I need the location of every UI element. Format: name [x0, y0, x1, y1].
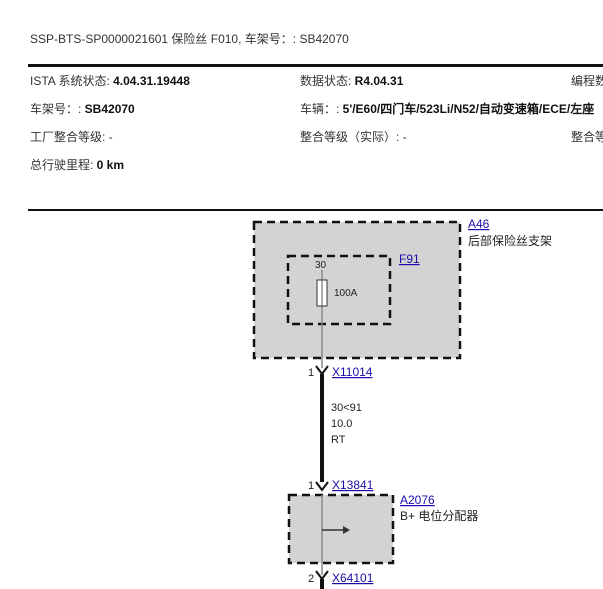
x64101-pin-label: 2 [308, 573, 314, 585]
wire-signal-label: 30<91 [331, 402, 362, 414]
programming-label: 编程数 [571, 74, 603, 88]
ista-status-label: ISTA 系统状态: [30, 74, 114, 88]
vehicle-description: 车辆：: 5'/E60/四门车/523Li/N52/自动变速箱/ECE/左座 [300, 100, 594, 117]
component-a2076-box [287, 493, 395, 565]
vehicle-value: 5'/E60/四门车/523Li/N52/自动变速箱/ECE/左座 [342, 102, 595, 116]
a2076-link[interactable]: A2076 [400, 493, 435, 507]
ista-status-value: 4.04.31.19448 [113, 74, 190, 88]
x64101-link[interactable]: X64101 [332, 571, 374, 585]
page-title: SSP-BTS-SP0000021601 保险丝 F010, 车架号：: SB4… [30, 32, 349, 46]
vin-label: 车架号：: [30, 102, 85, 116]
data-status: 数据状态: R4.04.31 [300, 72, 403, 89]
x13841-pin-label: 1 [308, 480, 314, 492]
x13841-link[interactable]: X13841 [332, 478, 374, 492]
a46-description: 后部保险丝支架 [468, 233, 552, 248]
factory-integration-level: 工厂整合等级: - [30, 130, 113, 144]
connector-x13841-icon [315, 481, 329, 492]
a46-link[interactable]: A46 [468, 217, 490, 231]
data-status-label: 数据状态: [300, 74, 355, 88]
fuse-rating-label: 100A [334, 288, 358, 299]
wire-color-label: RT [331, 434, 346, 446]
arrow-right-icon [343, 526, 350, 534]
wire-size-label: 10.0 [331, 418, 352, 430]
x11014-pin-label: 1 [308, 367, 314, 379]
a2076-description: B+ 电位分配器 [400, 508, 478, 523]
data-status-value: R4.04.31 [354, 74, 404, 88]
actual-integration-level: 整合等级（实际）: - [300, 130, 407, 144]
vin-value: SB42070 [84, 102, 135, 116]
component-f91-box [286, 254, 392, 326]
fuse-pin-label: 30 [315, 260, 327, 271]
section-divider [28, 209, 603, 211]
vehicle-label: 车辆：: [300, 102, 343, 116]
x11014-link[interactable]: X11014 [332, 365, 373, 379]
mileage: 总行驶里程: 0 km [30, 156, 124, 173]
mileage-label: 总行驶里程: [30, 158, 97, 172]
ista-status: ISTA 系统状态: 4.04.31.19448 [30, 72, 190, 89]
vin: 车架号：: SB42070 [30, 100, 135, 117]
header-divider [28, 64, 603, 67]
integration-level-cut: 整合等 [571, 130, 603, 144]
f91-link[interactable]: F91 [399, 252, 420, 266]
mileage-value: 0 km [96, 158, 125, 172]
